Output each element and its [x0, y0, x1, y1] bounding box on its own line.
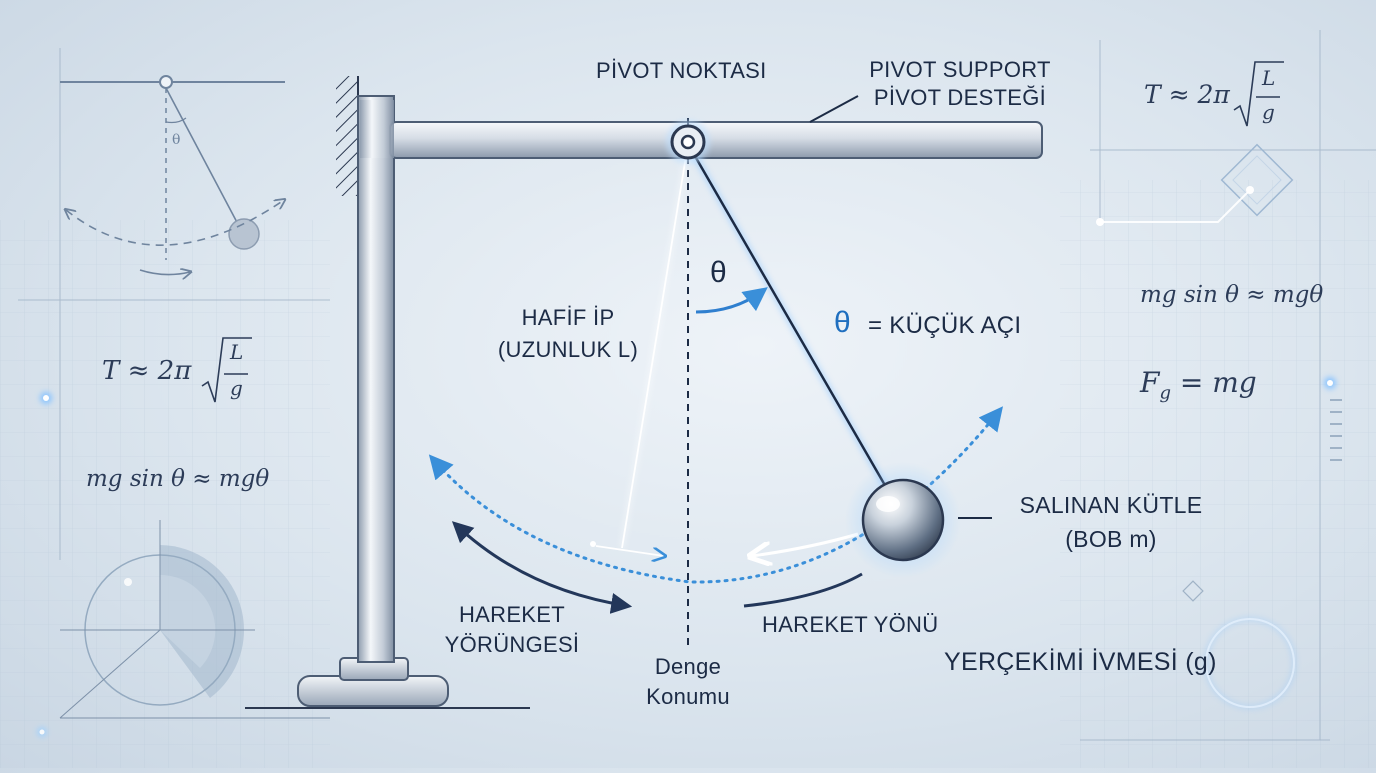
pendulum-bob — [845, 462, 961, 578]
weight-formula-sub: g — [1159, 382, 1171, 404]
small-angle-formula-right: mg sin θ ≈ mgθ — [1140, 282, 1324, 308]
trajectory-label: HAREKET YÖRÜNGESİ — [422, 600, 602, 660]
equilibrium-label-line2: Konumu — [646, 684, 730, 709]
inset-theta-label: θ — [172, 132, 181, 148]
trajectory-arrow — [451, 521, 633, 614]
theta-legend-symbol: θ — [834, 306, 851, 339]
period-formula-right-den: g — [1262, 100, 1275, 124]
pivot-support-label-tr: PİVOT DESTEĞİ — [873, 85, 1047, 110]
decorative-angle-graphic — [37, 520, 330, 737]
period-formula-left-den: g — [230, 376, 243, 400]
support-leader-line — [809, 95, 859, 123]
period-formula-left: T ≈ 2π — [102, 356, 191, 386]
decorative-diamond — [1096, 143, 1294, 602]
trajectory-label-line1: HAREKET — [458, 602, 565, 627]
pivot-support-label: PIVOT SUPPORT PİVOT DESTEĞİ — [860, 56, 1060, 112]
weight-formula: Fg = mg — [1140, 366, 1257, 404]
frame-lines — [18, 30, 1376, 741]
theta-legend-text: = KÜÇÜK AÇI — [868, 312, 1022, 339]
sqrt-radical-right — [1233, 61, 1284, 127]
equilibrium-label: Denge Konumu — [618, 652, 758, 712]
period-formula-right-lhs: T ≈ 2π — [1144, 80, 1230, 109]
pendulum-stand — [245, 76, 1043, 709]
period-formula-right-num: L — [1262, 66, 1276, 90]
equilibrium-label-line1: Denge — [654, 654, 722, 679]
bob-label: SALINAN KÜTLE (BOB m) — [996, 488, 1226, 556]
theta-arc — [695, 287, 768, 314]
period-formula-left-num: L — [230, 340, 244, 364]
glow-dot-core — [43, 395, 49, 401]
direction-label: HAREKET YÖNÜ — [762, 612, 939, 637]
wall-hatch — [336, 76, 358, 196]
pivot-point — [666, 120, 710, 164]
string-label: HAFİF İP (UZUNLUK L) — [468, 302, 668, 366]
string-label-line1: HAFİF İP — [521, 305, 615, 330]
direction-arrow — [752, 532, 859, 556]
gravity-ring — [1203, 616, 1297, 710]
string-label-line2: (UZUNLUK L) — [497, 337, 639, 362]
background-grid-right — [1060, 180, 1376, 768]
stand-pole — [357, 95, 395, 663]
theta-label: θ — [710, 256, 727, 289]
glow-dot-right-core — [1327, 380, 1333, 386]
bob-label-line2: (BOB m) — [1065, 526, 1157, 552]
background-grid-left — [0, 220, 330, 768]
direction-arc — [743, 572, 863, 608]
tick-scale-right — [1330, 399, 1342, 461]
period-formula-left-lhs: T ≈ 2π — [102, 356, 192, 386]
trajectory-label-line2: YÖRÜNGESİ — [444, 632, 580, 657]
inset-pendulum — [60, 75, 285, 275]
small-angle-formula-left: mg sin θ ≈ mgθ — [86, 466, 270, 492]
period-formula-right: T ≈ 2π — [1144, 80, 1230, 109]
bob-label-line1: SALINAN KÜTLE — [1019, 492, 1203, 518]
sqrt-radical-left — [201, 337, 252, 403]
weight-formula-rhs: = mg — [1179, 366, 1257, 399]
support-beam — [389, 121, 1043, 159]
gravity-label: YERÇEKİMİ İVMESİ (g) — [944, 648, 1217, 676]
weight-formula-f: F — [1140, 366, 1160, 399]
pivot-point-label: PİVOT NOKTASI — [596, 58, 767, 83]
pivot-support-label-en: PIVOT SUPPORT — [869, 57, 1051, 82]
